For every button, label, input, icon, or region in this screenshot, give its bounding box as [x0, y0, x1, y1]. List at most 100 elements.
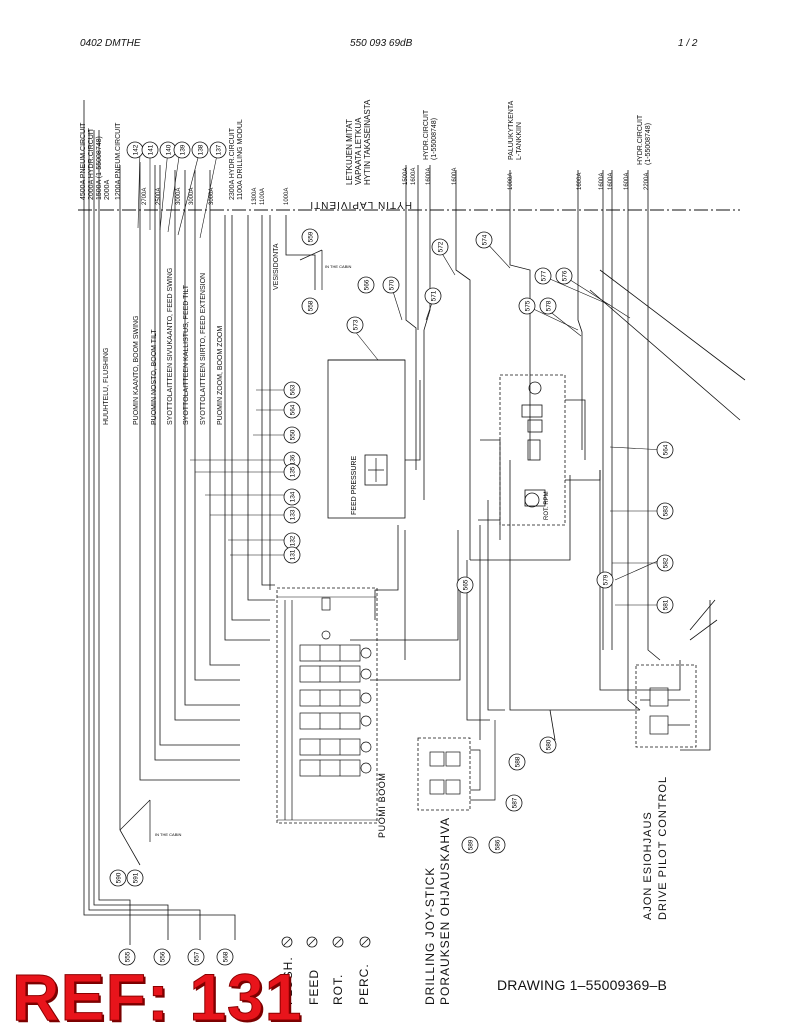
- dim-15: 1600A: [608, 173, 614, 190]
- pressure-valve: [364, 454, 388, 486]
- callout-number: 142: [132, 144, 139, 155]
- callout-circle: [118, 948, 136, 966]
- boom-valve-stack: PUOMI BOOM: [276, 587, 387, 838]
- dim-12: 1000A: [508, 173, 514, 190]
- flushing-label: HUUHTELU, FLUSHING: [103, 348, 110, 425]
- callout-circle: [346, 316, 364, 334]
- callout-number: 139: [179, 144, 186, 155]
- callout-number: 582: [662, 557, 669, 568]
- drawing-number: DRAWING 1–55009369–B: [497, 977, 668, 993]
- callout-number: 134: [289, 491, 296, 502]
- callout-number: 579: [602, 574, 609, 585]
- rot-label: ROT.: [331, 974, 345, 1005]
- boom-tilt-label: PUOMIN NOSTO, BOOM TILT: [151, 329, 158, 425]
- hydr-top-b: 1500A (1-55008748): [96, 136, 103, 200]
- pneum-b-label: 1200A PNEUM.CIRCUIT: [115, 122, 122, 200]
- callout-number: 573: [352, 319, 359, 330]
- boom-valve-box: [276, 587, 378, 824]
- in-cabin-label: IN THE CABIN: [155, 832, 181, 837]
- feed-tilt-label: SYOTTOLAITTEEN KALLISTUS, FEED TILT: [183, 284, 190, 425]
- callout-number: 565: [462, 579, 469, 590]
- callout-circle: [488, 836, 506, 854]
- feed-pressure-label: FEED PRESSURE: [351, 456, 358, 515]
- rot-rpm-label: ROT. RPM: [544, 491, 550, 520]
- dim-2: 3000A: [176, 188, 182, 205]
- callout-circle: [301, 297, 319, 315]
- callout-circle: [187, 948, 205, 966]
- callout-number: 564: [662, 444, 669, 455]
- callout-circle: [534, 267, 552, 285]
- dim-7: 1000A: [284, 188, 290, 205]
- drive-pilot-box: [635, 664, 697, 748]
- callout-circle: [656, 441, 674, 459]
- callout-circle: [283, 426, 301, 444]
- callout-number: 559: [307, 231, 314, 242]
- callout-number: 557: [193, 951, 200, 962]
- feed-pressure-section: FEED PRESSURE: [327, 359, 421, 519]
- ref-stamp: REF: 131: [11, 960, 303, 1034]
- callout-number: 571: [430, 290, 437, 301]
- callout-number: 556: [159, 951, 166, 962]
- callout-circle: [216, 948, 234, 966]
- callout-number: 140: [165, 144, 172, 155]
- dim-3: 3000A: [189, 188, 195, 205]
- vesisidonta-label: VESISIDONTA: [273, 243, 280, 290]
- callout-circle: [505, 794, 523, 812]
- feed-pressure-box: [327, 359, 406, 519]
- callout-number: 133: [289, 509, 296, 520]
- callout-circle: [431, 238, 449, 256]
- boom-valve-sections: [284, 600, 372, 820]
- gauges: [281, 936, 371, 948]
- in-cabin-label-2: IN THE CABIN: [325, 264, 351, 269]
- callout-number: 586: [494, 839, 501, 850]
- dim-1: 2500A: [156, 188, 162, 205]
- joystick-box: [417, 737, 471, 811]
- callout-circle: [518, 297, 536, 315]
- callout-circle: [555, 267, 573, 285]
- hydr-r1: HYDR.CIRCUIT: [423, 109, 430, 160]
- paluu-b: L-TANKKIIN: [516, 122, 523, 160]
- joystick-section: [417, 720, 496, 811]
- callout-circle: [283, 401, 301, 419]
- callout-number: 138: [197, 144, 204, 155]
- doc-code: 0402 DMTHE: [80, 38, 141, 49]
- callout-circle: [424, 287, 442, 305]
- hydr-top-a: 2000A HYDR.CIRCUIT: [88, 127, 95, 200]
- perc-label: PERC.: [357, 963, 371, 1005]
- function-labels: HUUHTELU, FLUSHING PUOMIN KAANTO, BOOM S…: [103, 243, 280, 425]
- joystick-label-b: PORAUKSEN OHJAUSKAHVA: [438, 817, 452, 1005]
- callout-number: 590: [115, 872, 122, 883]
- callout-circle: [283, 488, 301, 506]
- dimension-labels: 2700A 2500A 3000A 3000A 3000A 1300A 1100…: [142, 168, 650, 205]
- callout-circle: [209, 141, 227, 159]
- hydr-r1b: (1-55008748): [431, 118, 438, 160]
- callout-circle: [173, 141, 191, 159]
- callout-circle: [141, 141, 159, 159]
- callout-number: 566: [363, 279, 370, 290]
- callout-number: 570: [388, 279, 395, 290]
- drive-label-a: AJON ESIOHJAUS: [642, 811, 654, 920]
- callout-circle: [656, 554, 674, 572]
- callout-number: 575: [524, 300, 531, 311]
- callout-number: 589: [467, 839, 474, 850]
- callout-number: 135: [289, 466, 296, 477]
- hydr-drill-a: 2300A HYDR.CIRCUIT: [229, 127, 236, 200]
- dim-17: 2200A: [644, 173, 650, 190]
- flush-label: FLUSH.: [281, 956, 295, 1005]
- callout-circle: [382, 276, 400, 294]
- hydr-top-c: 2000A: [104, 179, 111, 200]
- dim-11: 1600A: [452, 168, 458, 185]
- page-number: 1 / 2: [678, 38, 698, 49]
- hose-label-b: VAPAATA LETKUA: [354, 117, 363, 185]
- callout-number: 588: [514, 756, 521, 767]
- dim-16: 1600A: [624, 173, 630, 190]
- callout-number: 563: [289, 384, 296, 395]
- dim-4: 3000A: [209, 188, 215, 205]
- callout-circle: [283, 463, 301, 481]
- callout-number: 564: [289, 404, 296, 415]
- callout-number: 576: [561, 270, 568, 281]
- callout-circle: [283, 506, 301, 524]
- callout-circle: [656, 502, 674, 520]
